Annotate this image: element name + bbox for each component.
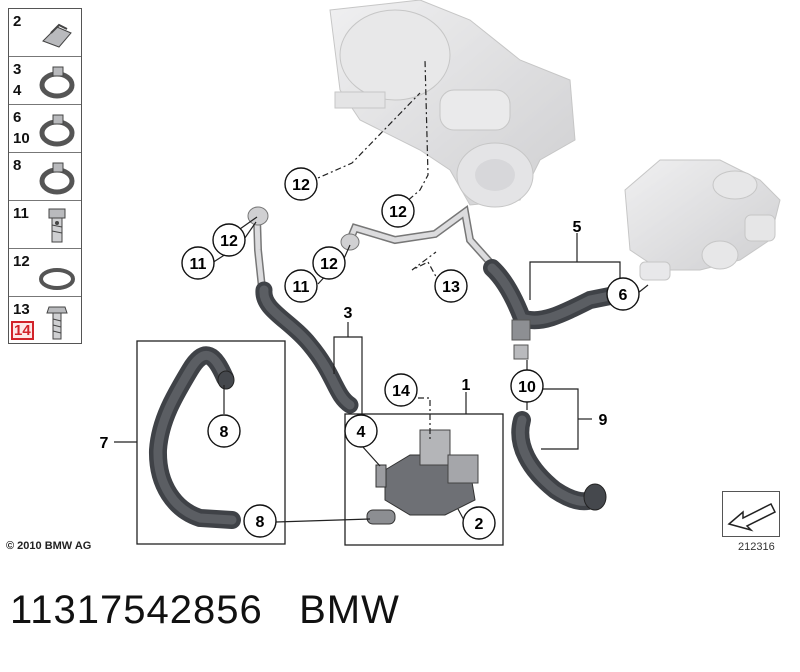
legend-num: 3: [13, 61, 22, 78]
callout-13: 13: [434, 269, 468, 303]
legend-cell-clip: 2: [9, 9, 81, 57]
callout-4-text: 4: [357, 424, 366, 441]
callout-8-b: 8: [243, 504, 277, 538]
callout-8-a-text: 8: [220, 424, 229, 441]
hex-bolt-icon: [46, 306, 68, 340]
callout-12-b: 12: [381, 194, 415, 228]
callout-11-a-text: 11: [190, 256, 207, 273]
callout-11-b-text: 11: [293, 279, 310, 296]
hose-7: [149, 346, 241, 529]
callout-12-a-text: 12: [292, 177, 310, 194]
legend-num: 2: [13, 13, 22, 30]
thermostat-housing-illustration: [624, 159, 781, 281]
legend-num: 6: [13, 109, 22, 126]
footer-caption: 11317542856 BMW: [10, 588, 400, 633]
callout-11-b: 11: [284, 269, 318, 303]
callout-6: 6: [606, 277, 640, 311]
exploded-parts-diagram: 12 12 12 12 11 11 13 6 10 4 14 8: [100, 0, 781, 546]
clip-icon: [42, 23, 72, 48]
direction-arrow-icon: [727, 502, 777, 532]
legend-cell-hex-bolt: 13 14: [9, 297, 81, 345]
callout-12-d: 12: [312, 246, 346, 280]
callout-2-text: 2: [475, 516, 484, 533]
parts-legend: 2 3 4 6 10 8 11: [8, 8, 82, 344]
callout-12-a: 12: [284, 167, 318, 201]
legend-cell-seal-ring: 12: [9, 249, 81, 297]
callout-12-b-text: 12: [389, 204, 407, 221]
electric-coolant-pump-illustration: [366, 429, 479, 525]
label-7: 7: [100, 435, 109, 452]
callout-10-text: 10: [518, 379, 536, 396]
callout-12-d-text: 12: [320, 256, 338, 273]
coolant-pipe-left: [247, 206, 269, 292]
label-5: 5: [573, 219, 582, 236]
hose-5: [483, 259, 619, 360]
hose-9: [511, 411, 607, 511]
seal-ring-icon: [39, 268, 75, 290]
coolant-pipe-center: [340, 204, 499, 272]
callout-10: 10: [510, 369, 544, 403]
legend-cell-clamp-8: 8: [9, 153, 81, 201]
legend-cell-banjo-bolt: 11: [9, 201, 81, 249]
banjo-bolt-icon: [48, 208, 66, 243]
legend-num-highlighted[interactable]: 14: [11, 321, 34, 340]
callout-2: 2: [462, 506, 496, 540]
callout-4: 4: [344, 414, 378, 448]
brand-name: BMW: [299, 588, 400, 632]
legend-num: 11: [13, 205, 29, 222]
hose-clamp-icon: [39, 114, 75, 147]
callout-8-a: 8: [207, 414, 241, 448]
legend-num: 4: [13, 82, 22, 99]
hose-clamp-icon: [39, 162, 75, 195]
callout-14: 14: [384, 373, 418, 407]
callout-12-c: 12: [212, 223, 246, 257]
callout-12-c-text: 12: [220, 233, 238, 250]
hose-3: [255, 281, 359, 414]
label-3: 3: [344, 305, 353, 322]
legend-num: 8: [13, 157, 22, 174]
hose-clamp-icon: [39, 66, 75, 99]
label-1: 1: [462, 377, 471, 394]
group-box-1: [344, 413, 504, 546]
turbocharger-illustration: [329, 0, 576, 208]
callout-14-text: 14: [392, 383, 410, 400]
legend-num: 10: [13, 130, 30, 147]
legend-cell-clamp-3-4: 3 4: [9, 57, 81, 105]
legend-num: 13: [13, 301, 30, 318]
callout-11-a: 11: [181, 246, 215, 280]
legend-cell-clamp-6-10: 6 10: [9, 105, 81, 153]
part-number: 11317542856: [10, 588, 263, 632]
callout-6-text: 6: [619, 287, 628, 304]
legend-num: 12: [13, 253, 30, 270]
copyright-notice: © 2010 BMW AG: [6, 540, 92, 552]
diagram-reference-number: 212316: [738, 541, 775, 553]
callout-13-text: 13: [442, 279, 460, 296]
label-9: 9: [599, 412, 608, 429]
orientation-arrow-box: [722, 491, 780, 537]
callout-8-b-text: 8: [256, 514, 265, 531]
